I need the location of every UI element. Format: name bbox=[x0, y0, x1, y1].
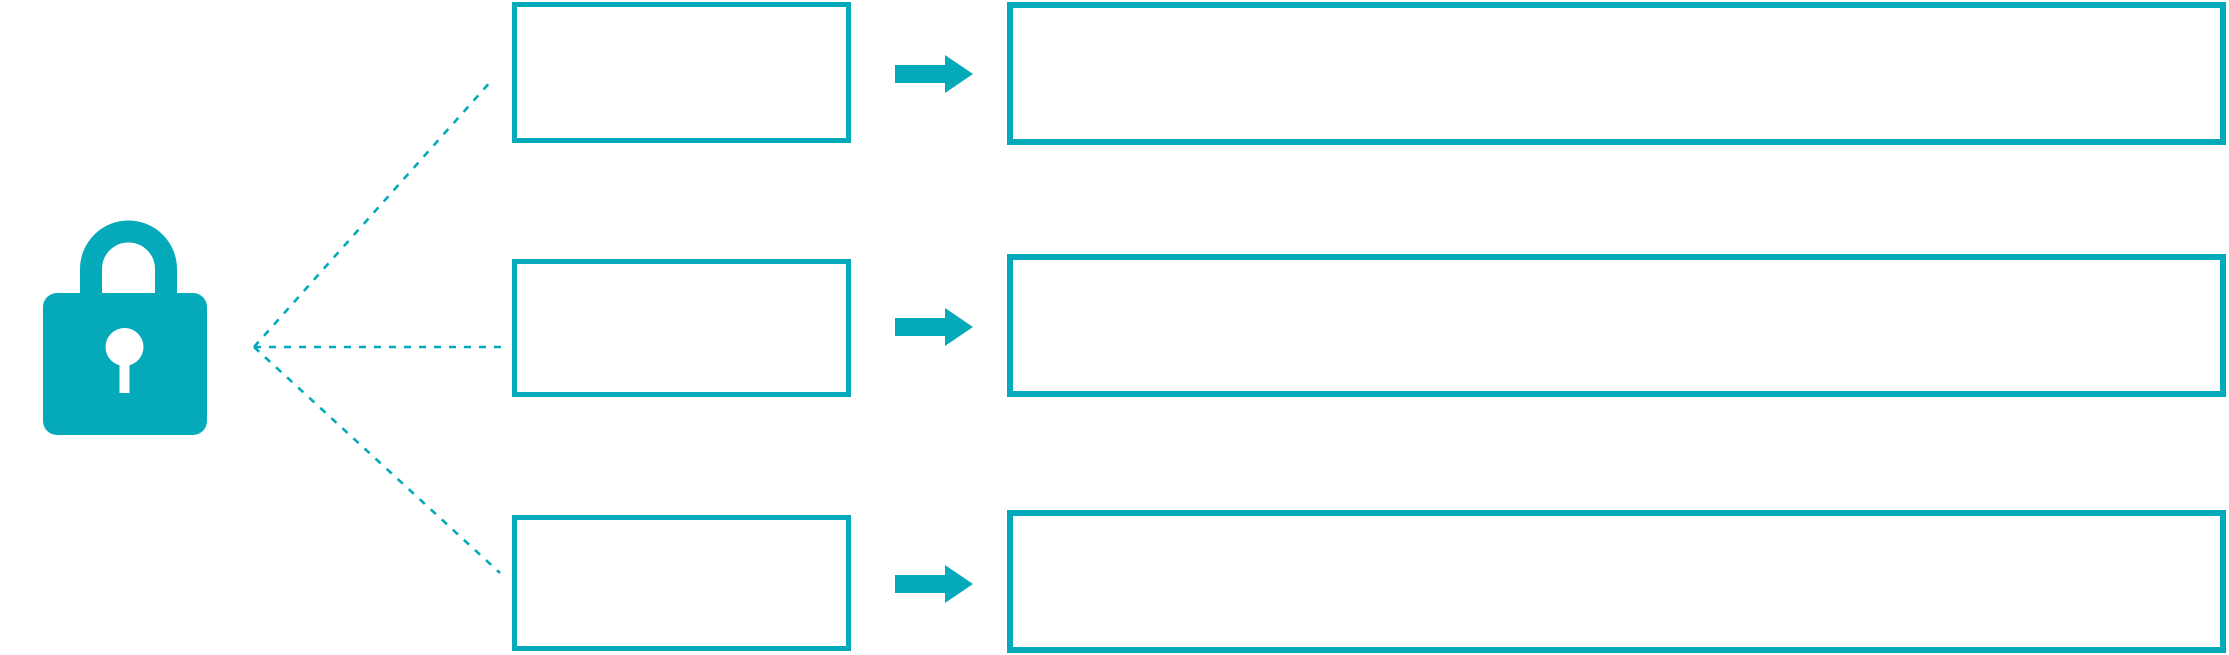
arrow-right-shape bbox=[895, 55, 973, 93]
lock-shackle bbox=[80, 220, 177, 302]
term-box bbox=[512, 2, 851, 143]
arrow-right-icon bbox=[895, 55, 973, 93]
arrow-right-icon bbox=[895, 565, 973, 603]
term-box bbox=[512, 515, 851, 651]
connector-line-bottom bbox=[253, 346, 501, 574]
connector-line-top bbox=[253, 79, 493, 348]
term-box-label bbox=[517, 7, 846, 23]
definition-box bbox=[1007, 2, 2226, 145]
arrow-right-shape bbox=[895, 565, 973, 603]
definition-box bbox=[1007, 254, 2226, 397]
term-box bbox=[512, 259, 851, 397]
definition-box-label bbox=[1013, 8, 2220, 24]
term-box-label bbox=[517, 264, 846, 280]
arrow-right-icon bbox=[895, 308, 973, 346]
arrow-right-shape bbox=[895, 308, 973, 346]
term-box-label bbox=[517, 520, 846, 536]
lock-keyhole-stem bbox=[119, 347, 130, 393]
definition-box-label bbox=[1013, 260, 2220, 276]
lock-icon bbox=[43, 220, 207, 435]
definition-box-label bbox=[1013, 516, 2220, 532]
definition-box bbox=[1007, 510, 2226, 653]
